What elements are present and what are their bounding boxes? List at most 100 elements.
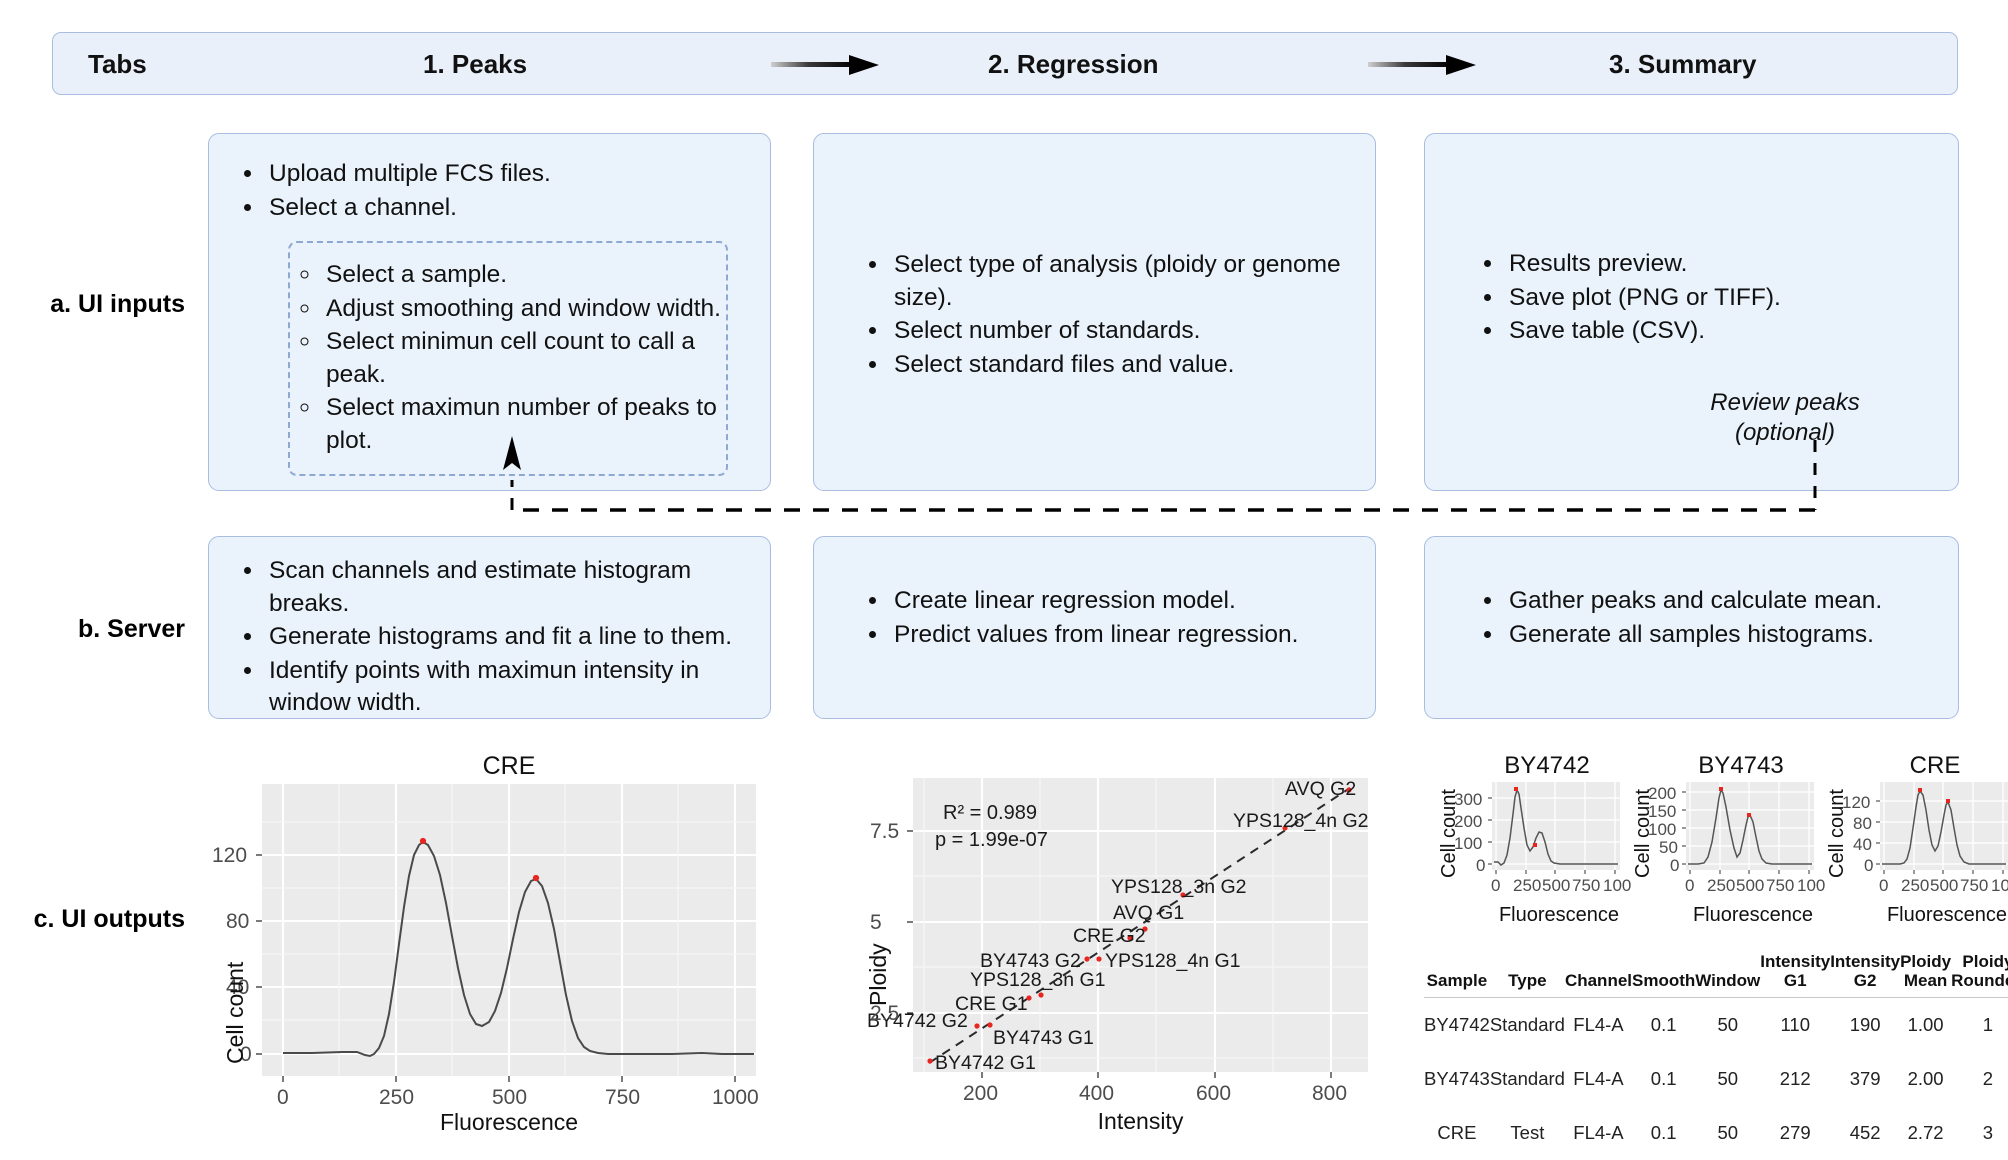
list-item: Identify points with maximun intensity i… — [265, 655, 751, 720]
ytick: 100 — [1648, 820, 1677, 839]
ui-inputs-summary-list: Results preview. Save plot (PNG or TIFF)… — [1471, 248, 1941, 349]
list-item: Select number of standards. — [890, 315, 1356, 348]
row-label-server: b. Server — [77, 615, 185, 643]
chart-regression-scatter: R² = 0.989 p = 1.99e-07 BY4742 G1 BY4742… — [845, 758, 1385, 1146]
xtick: 600 — [1196, 1082, 1232, 1105]
tab-regression[interactable]: 2. Regression — [988, 49, 1159, 79]
x-axis-title: Fluorescence — [1886, 904, 2008, 926]
cell: 379 — [1849, 1068, 1881, 1090]
xtick: 0 — [1491, 876, 1501, 895]
ytick: 40 — [1853, 835, 1872, 854]
xtick: 100 — [1797, 876, 1826, 895]
col-smooth: Smooth — [1632, 971, 1696, 991]
cell: 50 — [1717, 1068, 1739, 1090]
x-axis-title: Intensity — [1097, 1108, 1184, 1134]
y-axis-title: Ploidy — [865, 943, 891, 1006]
cell: 50 — [1717, 1122, 1739, 1144]
list-item: Scan channels and estimate histogram bre… — [265, 555, 751, 620]
xtick: 750 — [605, 1086, 641, 1109]
row-label-ui-inputs: a. UI inputs — [50, 290, 185, 318]
col-ploidy-rounded: PloidyRounded — [1951, 952, 2008, 991]
tab-bar-title: Tabs — [88, 49, 147, 79]
table-row: BY4743 Standard FL4-A 0.1 50 212 379 2.0… — [1424, 1052, 2008, 1106]
point-label: BY4743 G2 — [980, 950, 1081, 972]
point-label: CRE G1 — [955, 993, 1028, 1015]
cell: FL4-A — [1573, 1014, 1624, 1036]
xtick: 500 — [1542, 876, 1571, 895]
card-server-regression: Create linear regression model. Predict … — [813, 536, 1376, 719]
col-sample: Sample — [1426, 971, 1488, 991]
ytick: 0 — [1864, 856, 1874, 875]
cell: 2.72 — [1907, 1122, 1944, 1144]
list-item: Select type of analysis (ploidy or genom… — [890, 249, 1356, 314]
ytick: 0 — [1476, 856, 1486, 875]
list-item: Select a sample. — [322, 259, 726, 292]
chart-mini-by4743: BY4743 — [1622, 752, 1826, 937]
ui-inputs-peaks-list: Upload multiple FCS files. Select a chan… — [231, 158, 751, 225]
xtick: 0 — [1879, 876, 1889, 895]
chart-title: CRE — [482, 752, 536, 780]
ytick: 100 — [1454, 834, 1483, 853]
chart-title: CRE — [1909, 752, 1961, 779]
ytick: 40 — [226, 976, 250, 999]
xtick: 250 — [1513, 876, 1542, 895]
list-item: Predict values from linear regression. — [890, 619, 1356, 652]
ytick: 80 — [1853, 814, 1872, 833]
ytick: 0 — [240, 1043, 252, 1066]
x-axis-title: Fluorescence — [1498, 904, 1620, 926]
cell: CRE — [1437, 1122, 1477, 1144]
xtick: 500 — [492, 1086, 528, 1109]
x-axis-title: Fluorescence — [1692, 904, 1814, 926]
list-item: Upload multiple FCS files. — [265, 158, 751, 191]
cell: 0.1 — [1650, 1014, 1677, 1036]
chart-annotation-p: p = 1.99e-07 — [935, 829, 1048, 851]
xtick: 800 — [1312, 1082, 1348, 1105]
xtick: 200 — [963, 1082, 999, 1105]
chart-mini-by4742: BY4742 — [1428, 752, 1632, 937]
list-item: Adjust smoothing and window width. — [322, 293, 726, 326]
ytick: 5 — [870, 911, 882, 934]
list-item: Save table (CSV). — [1505, 315, 1941, 348]
card-ui-inputs-peaks: Upload multiple FCS files. Select a chan… — [208, 133, 771, 491]
chart-title: BY4743 — [1698, 752, 1784, 779]
list-item: Gather peaks and calculate mean. — [1505, 585, 1941, 618]
list-item: Select maximun number of peaks to plot. — [322, 392, 726, 457]
cell: 190 — [1849, 1014, 1881, 1036]
cell: 2.00 — [1907, 1068, 1944, 1090]
point-label: BY4742 G1 — [935, 1052, 1036, 1074]
cell: BY4742 — [1424, 1014, 1490, 1036]
cell: 3 — [1982, 1122, 1994, 1144]
cell: Standard — [1489, 1068, 1565, 1090]
ui-inputs-peaks-suboptions-box: Select a sample. Adjust smoothing and wi… — [288, 241, 728, 476]
table-row: BY4742 Standard FL4-A 0.1 50 110 190 1.0… — [1424, 998, 2008, 1053]
cell: 279 — [1779, 1122, 1811, 1144]
tab-peaks[interactable]: 1. Peaks — [423, 49, 528, 79]
ytick: 2.5 — [870, 1002, 900, 1025]
list-item: Generate all samples histograms. — [1505, 619, 1941, 652]
cell: FL4-A — [1573, 1068, 1624, 1090]
server-summary-list: Gather peaks and calculate mean. Generat… — [1471, 585, 1941, 652]
server-regression-list: Create linear regression model. Predict … — [856, 585, 1356, 652]
list-item: Results preview. — [1505, 248, 1941, 281]
tab-summary[interactable]: 3. Summary — [1609, 49, 1757, 79]
xtick: 0 — [1685, 876, 1695, 895]
point-label: AVQ G1 — [1113, 902, 1185, 924]
cell: 1 — [1982, 1014, 1994, 1036]
y-axis-title: Cell count — [222, 961, 248, 1064]
table-row: CRE Test FL4-A 0.1 50 279 452 2.72 3 — [1424, 1106, 2008, 1160]
arrow-right-icon-2 — [1368, 55, 1478, 75]
point-label: BY4743 G1 — [993, 1027, 1094, 1049]
cell: 50 — [1717, 1014, 1739, 1036]
cell: 452 — [1849, 1122, 1881, 1144]
cell: FL4-A — [1573, 1122, 1624, 1144]
y-axis-title: Cell count — [1632, 789, 1654, 878]
xtick: 500 — [1736, 876, 1765, 895]
cell: Test — [1510, 1122, 1545, 1144]
list-item: Select standard files and value. — [890, 349, 1356, 382]
ytick: 80 — [226, 910, 250, 933]
xtick: 250 — [1901, 876, 1930, 895]
xtick: 100 — [1603, 876, 1632, 895]
xtick: 500 — [1930, 876, 1959, 895]
